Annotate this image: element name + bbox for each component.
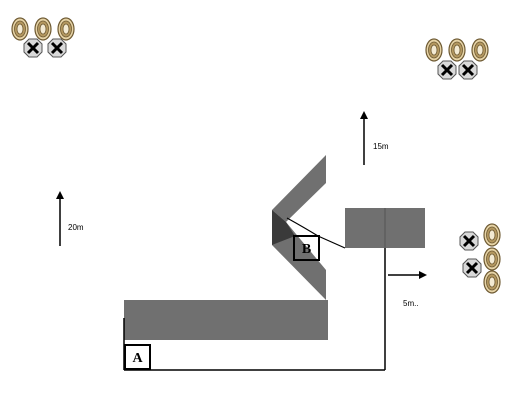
arrow-up-icon [360, 111, 368, 119]
marker-group-top-right [425, 38, 489, 81]
x-marker-icon [461, 257, 483, 279]
ring-marker-icon [425, 38, 443, 62]
x-marker-icon [46, 37, 68, 59]
box-b: B [293, 235, 320, 261]
arrow-5m: 5m.. [388, 271, 427, 308]
ring-marker-icon [483, 247, 501, 271]
box-a-label: A [132, 351, 143, 366]
ring-marker-icon [34, 17, 52, 41]
box-b-label: B [302, 242, 311, 257]
x-marker-icon [436, 59, 458, 81]
arrow-right-icon [419, 271, 427, 279]
ring-marker-icon [483, 270, 501, 294]
x-marker-icon [457, 59, 479, 81]
ring-marker-icon [448, 38, 466, 62]
arrow-15m: 15m [360, 111, 389, 165]
wall-structure [124, 155, 425, 340]
arrow-5m-label: 5m.. [403, 299, 419, 308]
marker-group-right [458, 223, 501, 294]
x-marker-icon [22, 37, 44, 59]
ring-marker-icon [57, 17, 75, 41]
marker-group-top-left [11, 17, 75, 59]
arrow-20m-label: 20m [68, 223, 84, 232]
ring-marker-icon [483, 223, 501, 247]
ring-marker-icon [11, 17, 29, 41]
arrow-up-icon [56, 191, 64, 199]
arrow-20m: 20m [56, 191, 84, 246]
box-a: A [124, 344, 151, 370]
upper-diagonal-wall [272, 155, 326, 222]
horizontal-wall [124, 300, 328, 340]
ring-marker-icon [471, 38, 489, 62]
arrow-15m-label: 15m [373, 142, 389, 151]
x-marker-icon [458, 230, 480, 252]
wall-corner-shadow [272, 210, 295, 245]
